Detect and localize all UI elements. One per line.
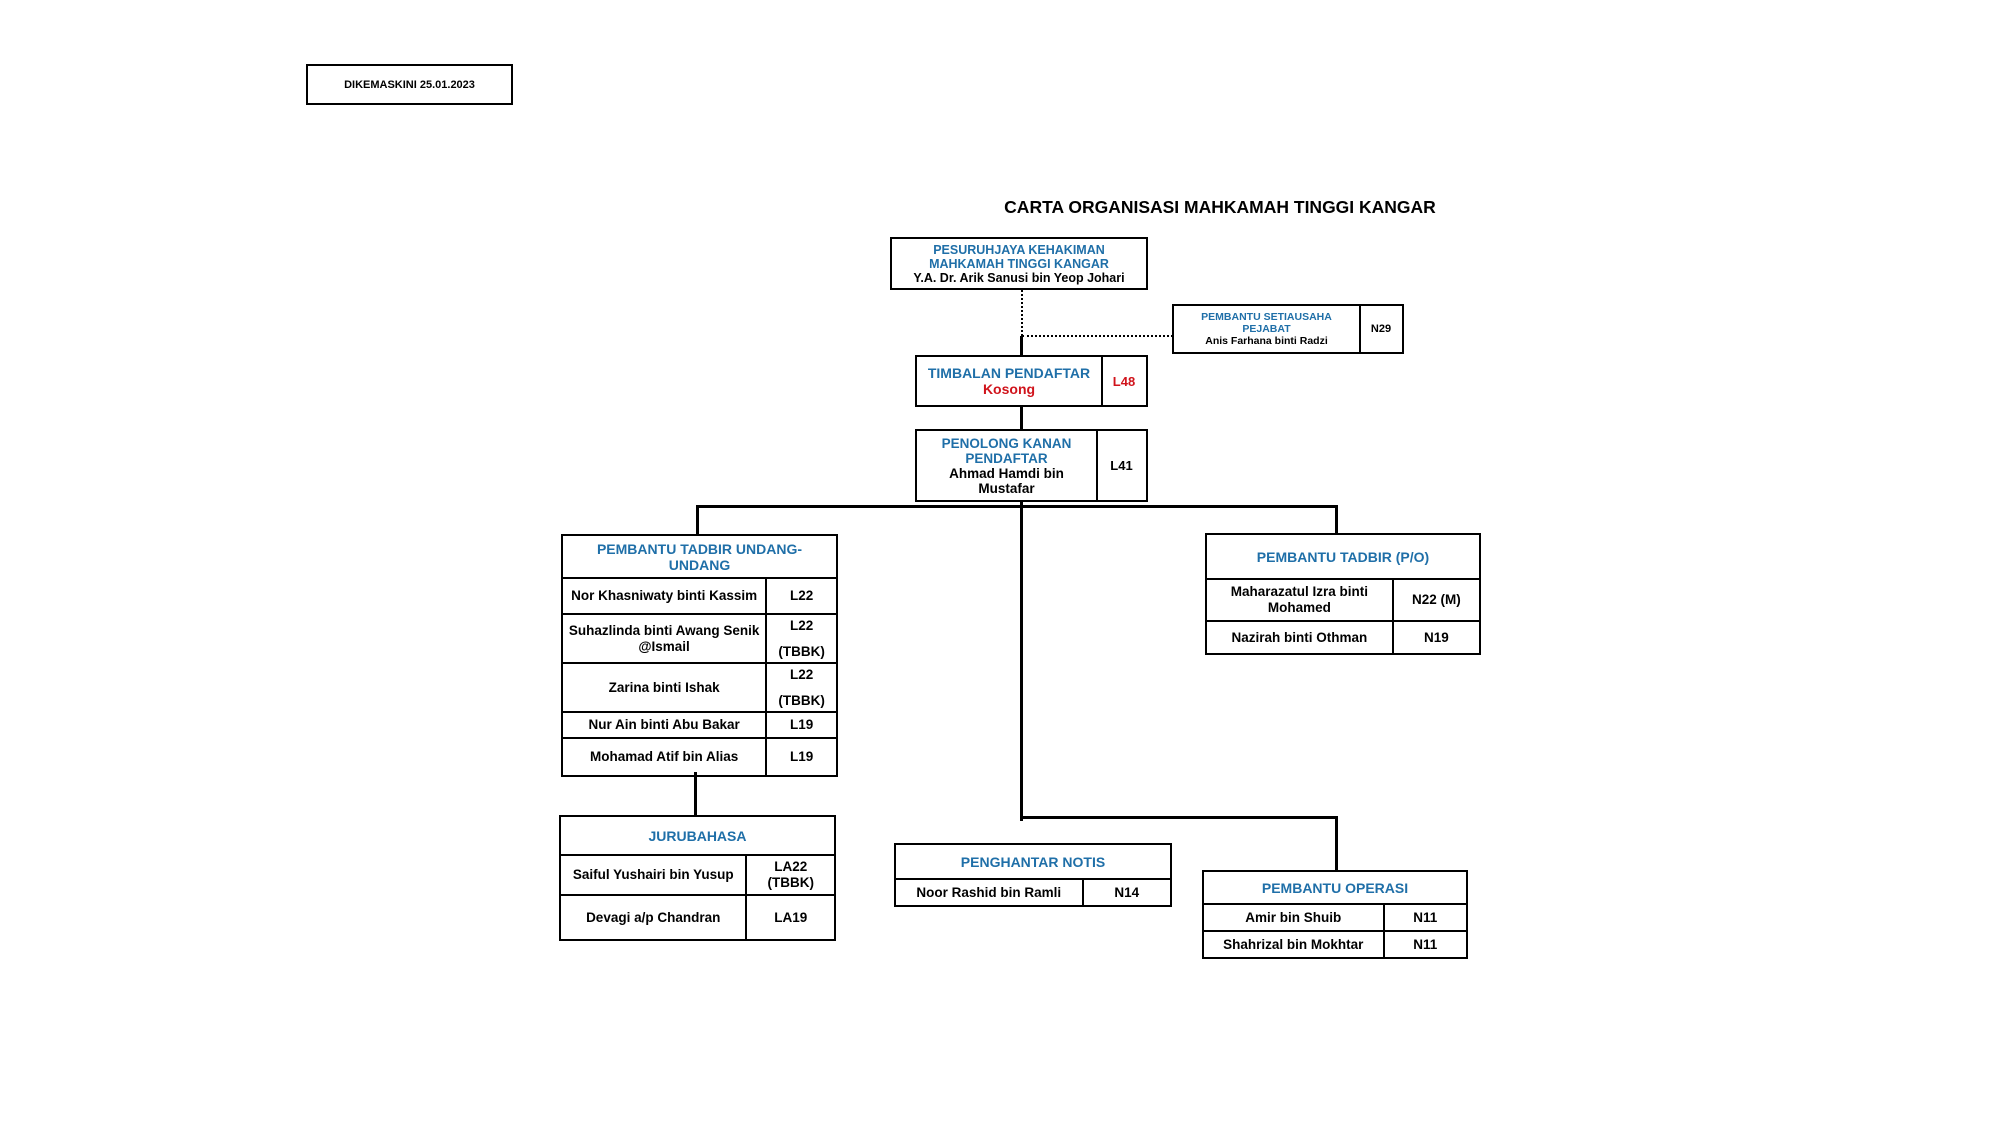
operations-assistant-name: Amir bin Shuib <box>1202 903 1385 932</box>
table-row: Nor Khasniwaty binti Kassim L22 <box>560 577 838 615</box>
operations-assistants-table: PEMBANTU OPERASI Amir bin Shuib N11 Shah… <box>1202 870 1469 959</box>
legal-assistant-grade: L22(TBBK) <box>765 613 838 664</box>
admin-assistant-grade: N22 (M) <box>1391 578 1482 622</box>
secretary-title-line1: PEMBANTU SETIAUSAHA <box>1201 311 1332 323</box>
commissioner-title-line1: PESURUHJAYA KEHAKIMAN <box>933 242 1105 257</box>
legal-assistant-name: Zarina binti Ishak <box>560 662 768 713</box>
table-row: Amir bin Shuib N11 <box>1202 903 1469 932</box>
table-row: Devagi a/p Chandran LA19 <box>558 894 836 941</box>
notice-server-title: PENGHANTAR NOTIS <box>894 843 1172 880</box>
interpreters-title: JURUBAHASA <box>559 815 836 856</box>
assistant-registrar-title-line1: PENOLONG KANAN <box>941 435 1072 451</box>
commissioner-name: Y.A. Dr. Arik Sanusi bin Yeop Johari <box>913 270 1125 285</box>
updated-date-label: DIKEMASKINI 25.01.2023 <box>344 78 475 91</box>
deputy-registrar-box: TIMBALAN PENDAFTAR Kosong L48 <box>915 355 1148 407</box>
admin-assistants-title: PEMBANTU TADBIR (P/O) <box>1205 533 1481 580</box>
interpreter-grade: LA22(TBBK) <box>745 854 836 896</box>
legal-assistants-table: PEMBANTU TADBIR UNDANG-UNDANG Nor Khasni… <box>560 534 838 777</box>
legal-assistant-name: Suhazlinda binti Awang Senik @Ismail <box>560 613 768 664</box>
legal-assistant-grade: L19 <box>765 711 838 739</box>
admin-assistants-table: PEMBANTU TADBIR (P/O) Maharazatul Izra b… <box>1205 533 1482 655</box>
operations-assistant-name: Shahrizal bin Mokhtar <box>1202 930 1385 959</box>
legal-assistant-grade: L22(TBBK) <box>765 662 838 713</box>
table-row: Maharazatul Izra binti Mohamed N22 (M) <box>1205 578 1482 622</box>
commissioner-box: PESURUHJAYA KEHAKIMAN MAHKAMAH TINGGI KA… <box>890 237 1148 290</box>
operations-assistants-title: PEMBANTU OPERASI <box>1202 870 1468 905</box>
interpreter-name: Devagi a/p Chandran <box>558 894 748 941</box>
legal-assistants-title: PEMBANTU TADBIR UNDANG-UNDANG <box>561 534 838 579</box>
legal-assistant-grade: L22 <box>765 577 838 615</box>
secretary-title-line2: PEJABAT <box>1242 323 1291 335</box>
assistant-registrar-name-line1: Ahmad Hamdi bin <box>949 465 1064 481</box>
legal-assistant-name: Nur Ain binti Abu Bakar <box>560 711 768 739</box>
table-row: Saiful Yushairi bin Yusup LA22(TBBK) <box>558 854 836 896</box>
commissioner-title-line2: MAHKAMAH TINGGI KANGAR <box>929 256 1109 271</box>
interpreters-table: JURUBAHASA Saiful Yushairi bin Yusup LA2… <box>558 815 836 941</box>
admin-assistant-grade: N19 <box>1391 620 1482 655</box>
legal-assistant-name: Nor Khasniwaty binti Kassim <box>560 577 768 615</box>
secretary-name: Anis Farhana binti Radzi <box>1205 335 1328 347</box>
deputy-registrar-title: TIMBALAN PENDAFTAR <box>927 365 1091 381</box>
deputy-registrar-grade: L48 <box>1112 373 1136 389</box>
secretary-box: PEMBANTU SETIAUSAHA PEJABAT Anis Farhana… <box>1172 304 1404 354</box>
table-row: Noor Rashid bin Ramli N14 <box>894 878 1173 907</box>
table-row: Zarina binti Ishak L22(TBBK) <box>560 662 838 713</box>
admin-assistant-name: Maharazatul Izra binti Mohamed <box>1205 578 1394 622</box>
admin-assistant-name: Nazirah binti Othman <box>1205 620 1394 655</box>
deputy-registrar-name: Kosong <box>982 381 1036 397</box>
updated-date-box: DIKEMASKINI 25.01.2023 <box>306 64 513 105</box>
chart-title: CARTA ORGANISASI MAHKAMAH TINGGI KANGAR <box>1004 196 1436 217</box>
notice-server-table: PENGHANTAR NOTIS Noor Rashid bin Ramli N… <box>894 843 1173 907</box>
table-row: Mohamad Atif bin Alias L19 <box>560 737 838 777</box>
assistant-registrar-box: PENOLONG KANAN PENDAFTAR Ahmad Hamdi bin… <box>915 429 1148 502</box>
table-row: Shahrizal bin Mokhtar N11 <box>1202 930 1469 959</box>
interpreter-grade: LA19 <box>745 894 836 941</box>
table-row: Nazirah binti Othman N19 <box>1205 620 1482 655</box>
legal-assistant-name: Mohamad Atif bin Alias <box>560 737 768 777</box>
table-row: Nur Ain binti Abu Bakar L19 <box>560 711 838 739</box>
notice-server-grade: N14 <box>1081 878 1173 907</box>
operations-assistant-grade: N11 <box>1382 930 1469 959</box>
legal-assistant-grade: L19 <box>765 737 838 777</box>
assistant-registrar-name-line2: Mustafar <box>978 480 1035 496</box>
assistant-registrar-grade: L41 <box>1110 458 1133 473</box>
notice-server-name: Noor Rashid bin Ramli <box>894 878 1084 907</box>
interpreter-name: Saiful Yushairi bin Yusup <box>558 854 748 896</box>
secretary-grade: N29 <box>1370 323 1392 335</box>
operations-assistant-grade: N11 <box>1382 903 1469 932</box>
table-row: Suhazlinda binti Awang Senik @Ismail L22… <box>560 613 838 664</box>
assistant-registrar-title-line2: PENDAFTAR <box>965 450 1048 466</box>
